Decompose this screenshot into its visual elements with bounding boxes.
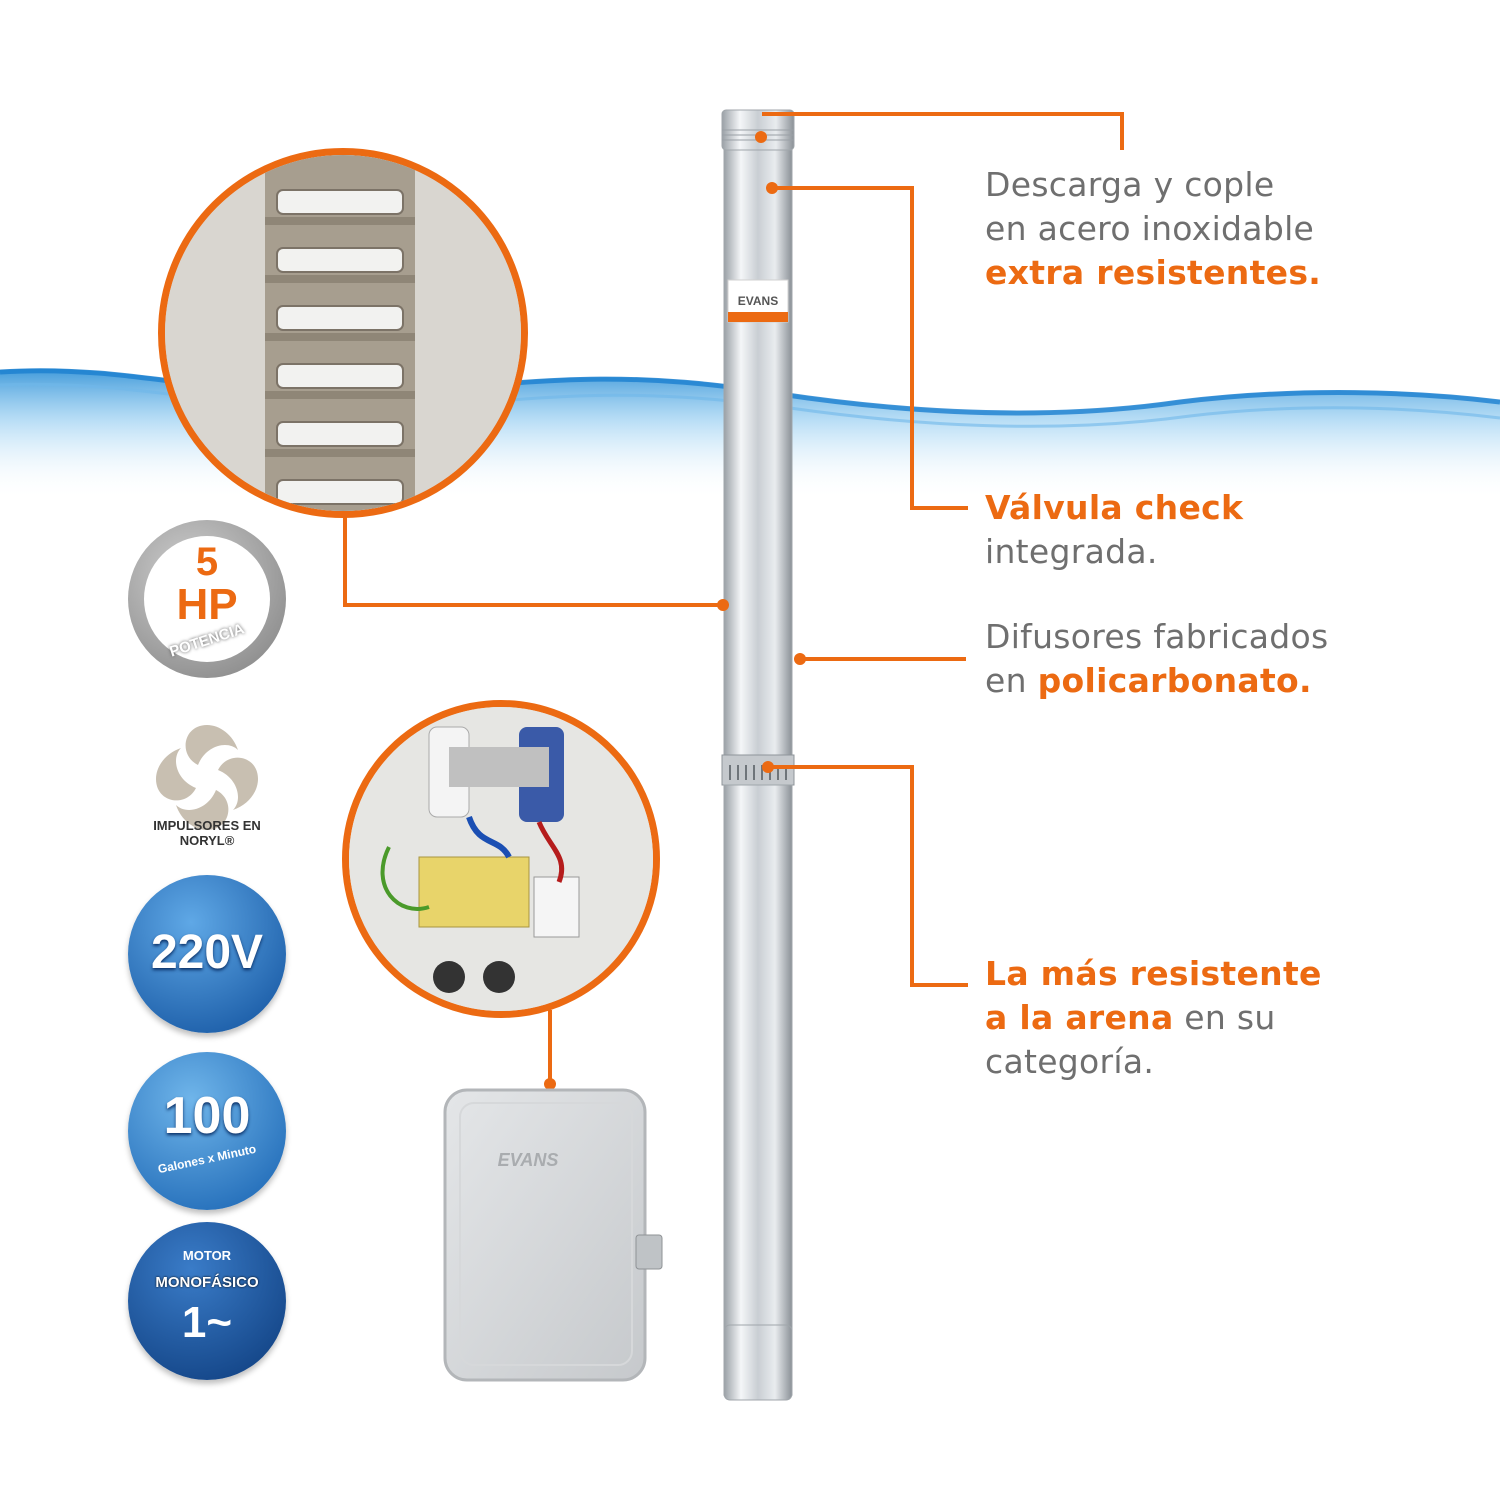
motor-type: MONOFÁSICO xyxy=(155,1274,259,1291)
power-unit: HP xyxy=(176,580,238,629)
callout-discharge: Descarga y cople en acero inoxidable ext… xyxy=(985,165,1322,292)
power-badge: 5 HP POTENCIA xyxy=(128,520,286,678)
leader-dot-1 xyxy=(755,131,767,143)
leader-line-box xyxy=(548,1010,552,1082)
leader-line-zoom xyxy=(343,515,347,607)
callout-diffusers: Difusores fabricados en policarbonato. xyxy=(985,617,1329,700)
leader-line-1b xyxy=(1120,112,1124,150)
leader-line-2 xyxy=(772,186,914,190)
leader-line-4b xyxy=(910,765,914,987)
leader-dot-zoom xyxy=(717,599,729,611)
control-wiring-illustration xyxy=(349,707,653,1011)
motor-badge: MOTOR MONOFÁSICO 1~ xyxy=(128,1222,286,1380)
flow-value: 100 xyxy=(163,1087,251,1145)
leader-dot-2 xyxy=(766,182,778,194)
callout-check-valve: Válvula check integrada. xyxy=(985,488,1244,571)
flow-badge: 100 Galones x Minuto xyxy=(128,1052,286,1210)
leader-line-2c xyxy=(910,506,968,510)
leader-line-2b xyxy=(910,186,914,510)
impeller-stack-illustration xyxy=(165,155,521,511)
leader-dot-box xyxy=(544,1078,556,1090)
pump-logo: EVANS xyxy=(737,294,779,308)
control-box-logo: EVANS xyxy=(497,1150,559,1170)
leader-line-4c xyxy=(910,983,968,987)
leader-line-zoom-b xyxy=(343,603,723,607)
noryl-icon xyxy=(156,725,258,830)
control-box xyxy=(443,1088,663,1382)
noryl-badge: IMPULSORES EN NORYL® xyxy=(128,700,286,858)
wiring-zoom xyxy=(342,700,660,1018)
callout-sand: La más resistente a la arena en su categ… xyxy=(985,954,1322,1081)
leader-dot-3 xyxy=(794,653,806,665)
power-value: 5 xyxy=(195,540,219,584)
noryl-label: IMPULSORES EN NORYL® xyxy=(153,818,261,848)
leader-line-4 xyxy=(770,765,914,769)
leader-line-1 xyxy=(762,112,1124,116)
leader-dot-4 xyxy=(762,761,774,773)
voltage-badge: 220V xyxy=(128,875,286,1033)
motor-phase: 1~ xyxy=(181,1298,233,1347)
voltage-value: 220V xyxy=(150,926,264,979)
submersible-pump xyxy=(721,109,795,1401)
leader-line-3 xyxy=(800,657,966,661)
impeller-zoom xyxy=(158,148,528,518)
motor-top-label: MOTOR xyxy=(182,1248,232,1263)
